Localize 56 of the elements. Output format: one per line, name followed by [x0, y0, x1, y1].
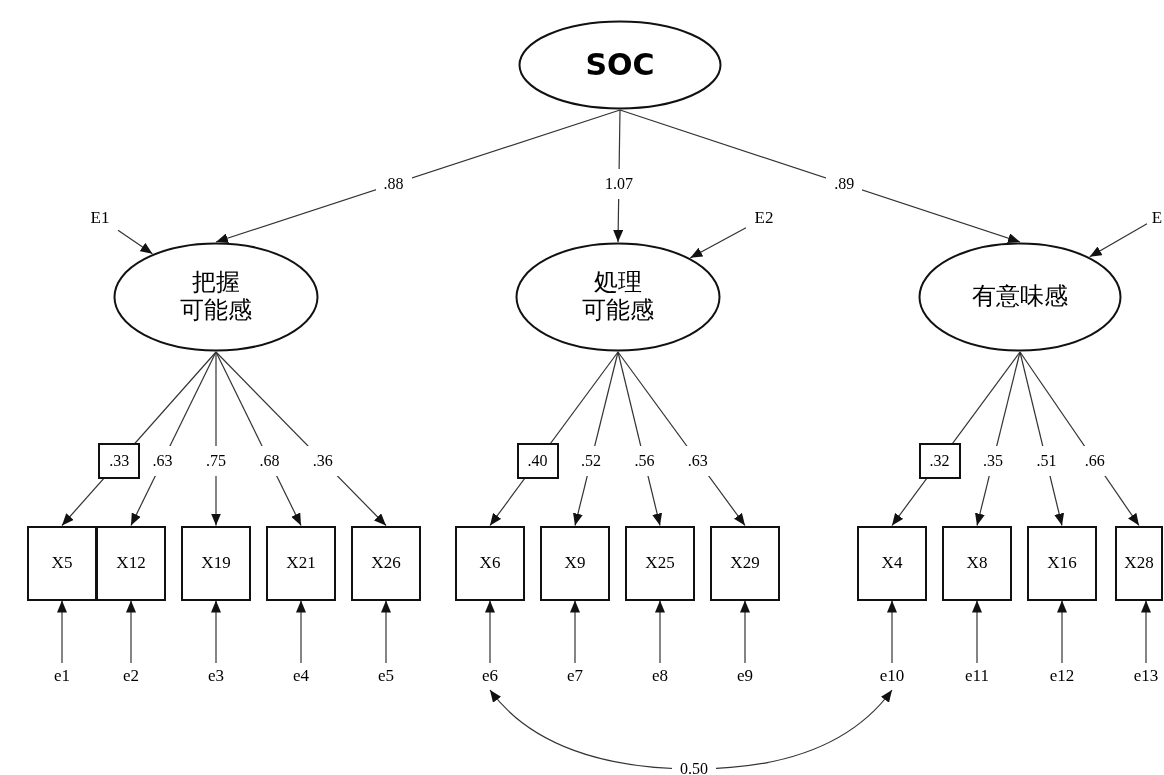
- latent-variable-ellipse: 把握可能感: [113, 242, 319, 352]
- observed-variable-box: X5: [27, 525, 97, 601]
- error-term-label: e3: [199, 665, 233, 687]
- path-coefficient: .40: [516, 443, 559, 479]
- error-term-label: E2: [749, 207, 779, 229]
- observed-variable-box: X26: [351, 525, 421, 601]
- arrow: [887, 599, 897, 664]
- error-term-label: E: [1150, 207, 1164, 229]
- latent-variable-ellipse: 有意味感: [918, 242, 1122, 352]
- arrow: [1141, 599, 1151, 664]
- observed-variable-box: X28: [1115, 525, 1163, 601]
- arrow: [296, 599, 306, 664]
- observed-variable-box: X6: [455, 525, 525, 601]
- latent-variable-ellipse: 処理可能感: [515, 242, 721, 352]
- latent-variable-ellipse: SOC: [518, 20, 722, 110]
- arrow: [381, 599, 391, 664]
- arrow: [117, 229, 154, 255]
- error-term-label: e13: [1129, 665, 1163, 687]
- error-term-label: e7: [558, 665, 592, 687]
- arrow: [211, 599, 221, 664]
- covariance-arrow: [489, 689, 893, 770]
- arrow: [619, 109, 1021, 243]
- arrow: [655, 599, 665, 664]
- error-term-label: e2: [114, 665, 148, 687]
- error-term-label: e6: [473, 665, 507, 687]
- path-coefficient: .33: [98, 443, 141, 479]
- error-term-label: e5: [369, 665, 403, 687]
- arrow: [57, 599, 67, 664]
- observed-variable-box: X9: [540, 525, 610, 601]
- error-term-label: e11: [960, 665, 994, 687]
- arrow: [740, 599, 750, 664]
- error-term-label: e10: [875, 665, 909, 687]
- arrow: [1089, 223, 1148, 258]
- error-term-label: e12: [1045, 665, 1079, 687]
- arrow: [215, 109, 621, 244]
- arrow: [1057, 599, 1067, 664]
- arrow: [485, 599, 495, 664]
- arrow: [570, 599, 580, 664]
- observed-variable-box: X19: [181, 525, 251, 601]
- observed-variable-box: X25: [625, 525, 695, 601]
- path-coefficient: .32: [918, 443, 961, 479]
- error-term-label: e1: [45, 665, 79, 687]
- arrow: [972, 599, 982, 664]
- arrow: [689, 227, 747, 259]
- error-term-label: e8: [643, 665, 677, 687]
- error-term-label: e9: [728, 665, 762, 687]
- observed-variable-box: X16: [1027, 525, 1097, 601]
- path-coefficient: .36: [304, 446, 341, 476]
- observed-variable-box: X8: [942, 525, 1012, 601]
- error-term-label: E1: [85, 207, 115, 229]
- arrow: [126, 599, 136, 664]
- observed-variable-box: X29: [710, 525, 780, 601]
- observed-variable-box: X21: [266, 525, 336, 601]
- observed-variable-box: X4: [857, 525, 927, 601]
- error-term-label: e4: [284, 665, 318, 687]
- observed-variable-box: X12: [96, 525, 166, 601]
